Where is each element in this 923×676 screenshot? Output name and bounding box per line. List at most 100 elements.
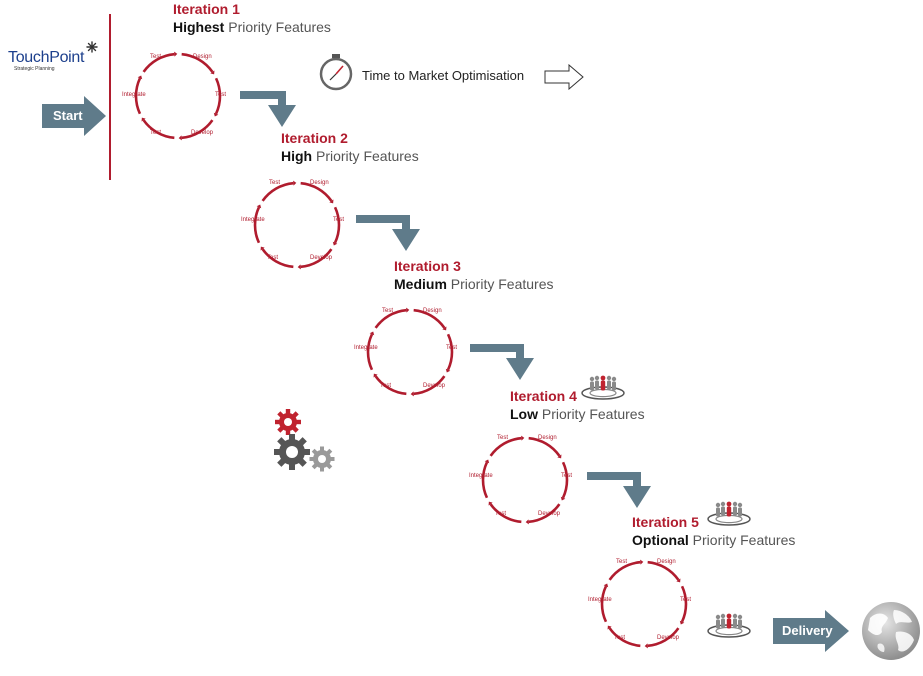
stopwatch-icon [319, 54, 353, 91]
cycle-arc [600, 585, 608, 623]
cycle-label-develop: Develop [191, 130, 214, 136]
step-arrow-2 [356, 215, 420, 251]
priority-level: Highest [173, 19, 225, 35]
cycle-label-test-bottom: Test [267, 255, 279, 261]
iteration-title: Iteration 4 [510, 388, 577, 404]
cycle-arrowhead [488, 501, 493, 506]
cycle-label-develop: Develop [310, 255, 333, 261]
start-arrow [42, 96, 106, 136]
cycle-arrowhead [676, 578, 681, 583]
cycle-arc [413, 308, 446, 329]
cycle-ring [366, 307, 454, 397]
cycle-arc [489, 436, 522, 457]
cycle-arrowhead [640, 559, 644, 565]
cycle-arc [647, 560, 680, 581]
iteration-title: Iteration 2 [281, 130, 348, 146]
cycle-label-test-right: Test [446, 345, 458, 351]
priority-suffix: Priority Features [228, 19, 331, 35]
cycle-label-integrate: Integrate [354, 345, 378, 351]
cycle-arc [374, 308, 407, 329]
start-line [109, 14, 111, 180]
iteration-2-header: Iteration 2 High Priority Features [281, 129, 419, 165]
cycle-arc [261, 248, 294, 269]
cycle-arrowhead [373, 373, 378, 378]
cycle-arrowhead [679, 620, 685, 625]
cycle-label-design: Design [657, 559, 676, 565]
cycle-label-test-top: Test [497, 435, 509, 441]
cycle-label-design: Design [538, 435, 557, 441]
iteration-4-header: Iteration 4 Low Priority Features [510, 387, 645, 423]
cycle-label-integrate: Integrate [469, 473, 493, 479]
cycle-arc [608, 560, 641, 581]
iteration-3-cycle: Test Design Integrate Test Test Develop [350, 302, 470, 402]
cycle-arrowhead [560, 496, 566, 501]
cycle-ring [600, 559, 688, 649]
cycle-label-develop: Develop [423, 383, 446, 389]
iteration-5-header: Iteration 5 Optional Priority Features [632, 513, 795, 549]
cycle-arc [253, 206, 261, 244]
cycle-arrowhead [178, 135, 182, 141]
team-target-icon [707, 501, 751, 526]
cycle-arc [261, 181, 294, 202]
cycle-arc [446, 333, 454, 371]
logo-name: TouchPoint [8, 49, 85, 66]
priority-suffix: Priority Features [316, 148, 419, 164]
step-arrow-4 [587, 472, 651, 508]
iteration-5-cycle: Test Design Integrate Test Test Develop [584, 554, 704, 654]
cycle-arrowhead [607, 625, 612, 630]
delivery-label: Delivery [782, 623, 833, 638]
cycle-arrowhead [369, 331, 375, 336]
iteration-2-cycle: Test Design Integrate Test Test Develop [237, 175, 357, 275]
start-label: Start [53, 108, 83, 123]
cycle-label-design: Design [193, 54, 212, 60]
cycle-arrowhead [445, 368, 451, 373]
cycle-arc [413, 375, 446, 396]
priority-suffix: Priority Features [541, 406, 645, 422]
cycle-arrowhead [213, 112, 219, 117]
cycle-arrowhead [141, 117, 146, 122]
cycle-label-test-top: Test [150, 54, 162, 60]
iteration-1-header: Iteration 1 Highest Priority Features [173, 0, 331, 36]
cycle-arrowhead [332, 241, 338, 246]
cycle-label-test-bottom: Test [150, 130, 162, 136]
cycle-arc [680, 585, 688, 623]
cycle-arrowhead [484, 459, 490, 464]
cycle-arc [528, 503, 561, 524]
cycle-label-develop: Develop [538, 511, 561, 517]
cycle-arrowhead [557, 454, 562, 459]
cycle-label-test-right: Test [561, 473, 573, 479]
cycle-arc [608, 627, 641, 648]
cycle-ring [134, 51, 222, 141]
cycle-label-test-top: Test [382, 308, 394, 314]
cycle-arc [214, 77, 222, 115]
cycle-label-integrate: Integrate [122, 92, 146, 98]
globe-icon [862, 602, 920, 660]
cycle-arc [142, 52, 175, 73]
cycle-arc [181, 52, 214, 73]
cycle-arc [366, 333, 374, 371]
cycle-label-test-right: Test [680, 597, 692, 603]
cycle-arc [300, 248, 333, 269]
cycle-label-test-top: Test [269, 180, 281, 186]
time-to-market-label: Time to Market Optimisation [362, 68, 525, 83]
cycle-arc [134, 77, 142, 115]
iteration-title: Iteration 3 [394, 258, 461, 274]
cycle-label-test-bottom: Test [380, 383, 392, 389]
iteration-1-cycle: Test Design Integrate Test Test Develop [118, 46, 238, 146]
cycle-arc [181, 119, 214, 140]
team-target-icon [707, 613, 751, 638]
cycle-arrowhead [410, 391, 414, 397]
cycle-arrowhead [329, 199, 334, 204]
cycle-label-design: Design [423, 308, 442, 314]
cycle-arrowhead [406, 307, 410, 313]
gears-icon [274, 409, 335, 472]
priority-level: Optional [632, 532, 689, 548]
cycle-arrowhead [256, 204, 262, 209]
cycle-label-design: Design [310, 180, 329, 186]
cycle-arrowhead [293, 180, 297, 186]
cycle-label-test-bottom: Test [614, 635, 626, 641]
step-arrow-3 [470, 344, 534, 380]
delivery-arrow [773, 610, 849, 652]
cycle-label-test-right: Test [215, 92, 227, 98]
priority-suffix: Priority Features [692, 532, 796, 548]
